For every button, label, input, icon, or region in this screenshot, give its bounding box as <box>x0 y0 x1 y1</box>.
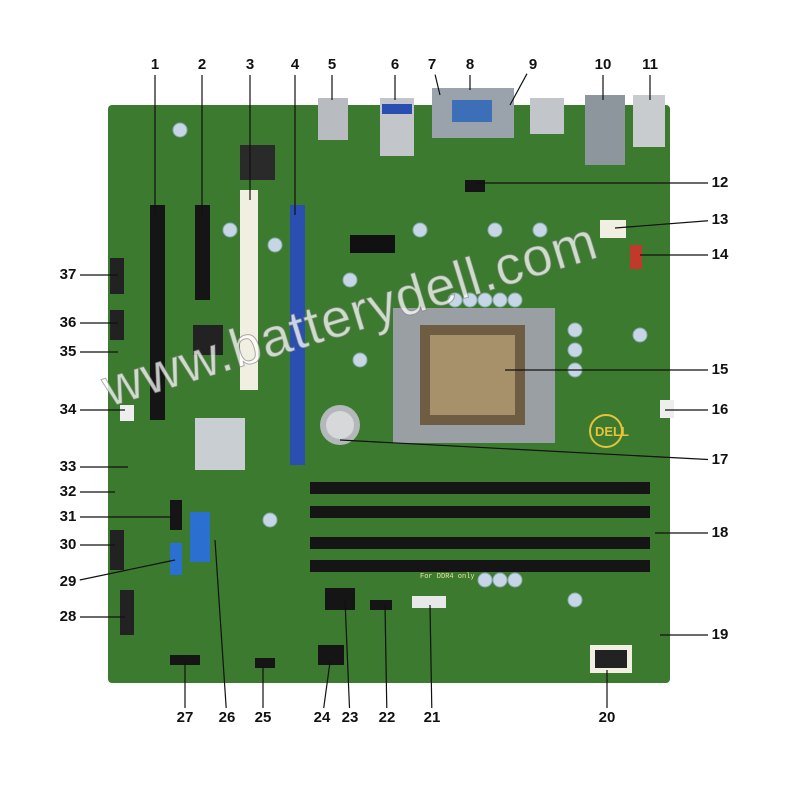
m2-slot <box>120 590 134 635</box>
capacitor <box>507 292 523 308</box>
capacitor <box>487 222 503 238</box>
pcie-x16-slot-1 <box>150 205 165 420</box>
capacitor <box>567 342 583 358</box>
leader-line <box>434 74 441 96</box>
pci-slot <box>240 190 258 390</box>
leader-line <box>323 661 331 709</box>
callout-24: 24 <box>313 709 331 726</box>
header <box>110 530 124 570</box>
callout-23: 23 <box>341 709 359 726</box>
dimm-slot <box>310 537 650 549</box>
sata-connector <box>170 500 182 530</box>
callout-20: 20 <box>598 709 616 726</box>
callout-22: 22 <box>378 709 396 726</box>
leader-line <box>429 604 433 709</box>
callout-12: 12 <box>711 174 729 191</box>
callout-37: 37 <box>59 266 77 283</box>
capacitor <box>222 222 238 238</box>
pcie-x16-slot-2 <box>290 205 305 465</box>
callout-3: 3 <box>245 56 255 73</box>
sata-connector-blue <box>170 543 182 575</box>
dell-logo: DELL <box>595 424 629 439</box>
leader-line <box>509 73 528 106</box>
capacitor <box>172 122 188 138</box>
capacitor <box>507 572 523 588</box>
callout-27: 27 <box>176 709 194 726</box>
callout-36: 36 <box>59 314 77 331</box>
network-usb-port <box>585 95 625 165</box>
callout-7: 7 <box>427 56 437 73</box>
displayport <box>530 98 564 134</box>
callout-33: 33 <box>59 458 77 475</box>
callout-30: 30 <box>59 536 77 553</box>
callout-28: 28 <box>59 608 77 625</box>
capacitor <box>352 352 368 368</box>
fan-connector <box>630 245 642 269</box>
callout-14: 14 <box>711 246 729 263</box>
chipset-heatsink <box>195 418 245 470</box>
power-connector-4pin <box>318 645 344 665</box>
callout-32: 32 <box>59 483 77 500</box>
capacitor <box>492 572 508 588</box>
capacitor <box>447 292 463 308</box>
callout-29: 29 <box>59 573 77 590</box>
leader-line <box>344 599 351 709</box>
dimm-slot <box>310 506 650 518</box>
callout-5: 5 <box>327 56 337 73</box>
leader-line <box>614 220 709 229</box>
audio-port <box>633 95 665 147</box>
callout-6: 6 <box>390 56 400 73</box>
callout-25: 25 <box>254 709 272 726</box>
callout-1: 1 <box>150 56 160 73</box>
usb-header <box>190 512 210 562</box>
capacitor <box>492 292 508 308</box>
callout-31: 31 <box>59 508 77 525</box>
capacitor <box>462 292 478 308</box>
callout-2: 2 <box>197 56 207 73</box>
leader-line <box>214 539 227 709</box>
header <box>110 310 124 340</box>
capacitor <box>267 237 283 253</box>
capacitor <box>632 327 648 343</box>
callout-18: 18 <box>711 524 729 541</box>
usb-port-stack <box>318 98 348 140</box>
callout-34: 34 <box>59 401 77 418</box>
dimm-slot <box>310 560 650 572</box>
callout-11: 11 <box>642 56 658 73</box>
callout-13: 13 <box>711 211 729 228</box>
leader-line <box>79 559 176 581</box>
capacitor <box>477 292 493 308</box>
capacitor <box>567 322 583 338</box>
capacitor <box>477 572 493 588</box>
pcie-x1-slot <box>195 205 210 300</box>
capacitor <box>567 592 583 608</box>
callout-4: 4 <box>290 56 300 73</box>
callout-15: 15 <box>711 361 729 378</box>
callout-10: 10 <box>594 56 612 73</box>
callout-21: 21 <box>423 709 441 726</box>
leader-line <box>339 439 709 461</box>
capacitor <box>412 222 428 238</box>
leader-line <box>384 604 388 709</box>
dimm-slot <box>310 482 650 494</box>
callout-8: 8 <box>465 56 475 73</box>
callout-35: 35 <box>59 343 77 360</box>
callout-19: 19 <box>711 626 729 643</box>
capacitor <box>532 222 548 238</box>
callout-9: 9 <box>528 56 538 73</box>
callout-17: 17 <box>711 451 729 468</box>
capacitor <box>262 512 278 528</box>
power-connector <box>600 220 626 238</box>
callout-16: 16 <box>711 401 729 418</box>
dimm-note: For DDR4 only <box>420 573 475 581</box>
capacitor <box>342 272 358 288</box>
chip <box>193 325 223 355</box>
callout-26: 26 <box>218 709 236 726</box>
header <box>110 258 124 294</box>
